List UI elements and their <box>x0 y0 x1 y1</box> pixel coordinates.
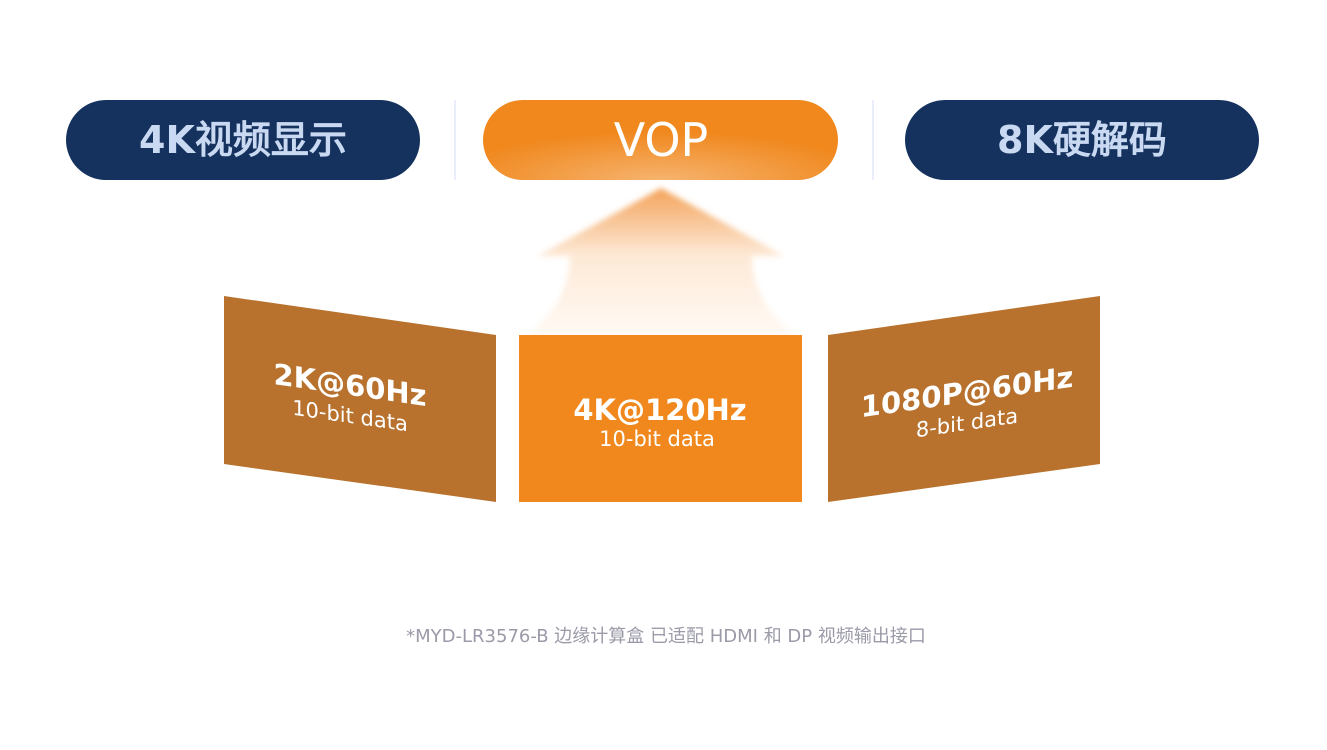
pill-4k-display: 4K视频显示 <box>66 100 420 180</box>
panel-2k: 2K@60Hz 10-bit data <box>224 296 496 502</box>
panel-4k-subtitle: 10-bit data <box>599 427 715 451</box>
pill-8k-decode: 8K硬解码 <box>905 100 1259 180</box>
pill-vop-label: VOP <box>614 113 709 167</box>
up-arrow-icon <box>522 188 800 338</box>
footnote: *MYD-LR3576-B 边缘计算盒 已适配 HDMI 和 DP 视频输出接口 <box>406 626 926 647</box>
panel-4k: 4K@120Hz 10-bit data <box>519 335 802 502</box>
panel-4k-title: 4K@120Hz <box>573 393 746 427</box>
panel-1080p: 1080P@60Hz 8-bit data <box>828 296 1100 502</box>
pill-vop: VOP <box>483 100 838 180</box>
pill-8k-decode-label: 8K硬解码 <box>997 118 1167 162</box>
pill-4k-display-label: 4K视频显示 <box>139 118 347 162</box>
